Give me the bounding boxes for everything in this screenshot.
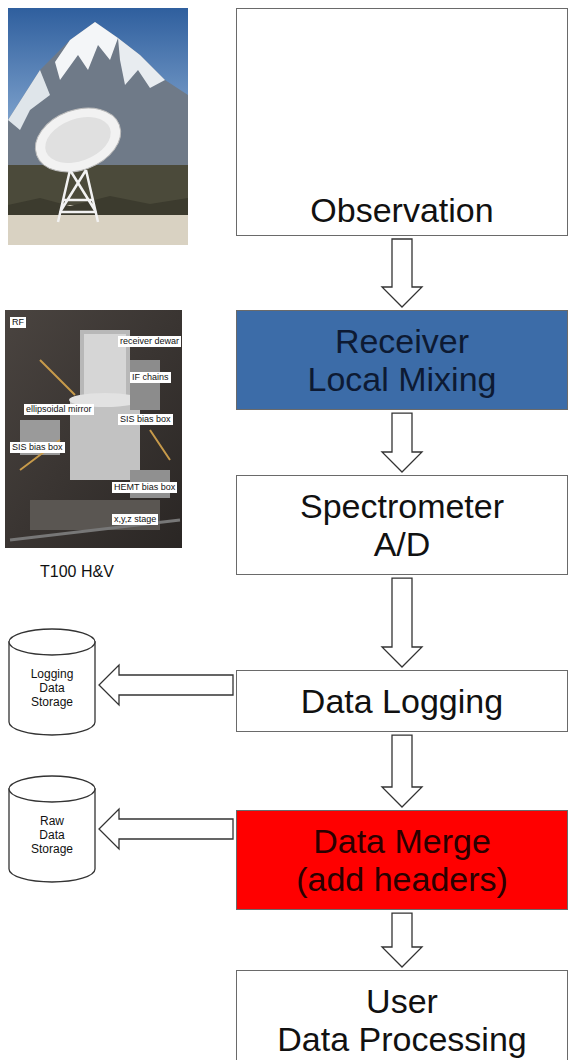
telescope-photo bbox=[8, 8, 188, 245]
part-label: HEMT bias box bbox=[112, 482, 177, 493]
node-text: Spectrometer A/D bbox=[300, 487, 504, 563]
process-box: User Data Processing bbox=[236, 970, 568, 1060]
part-label: SIS bias box bbox=[10, 442, 65, 453]
storage-cylinder: Logging Data Storage bbox=[8, 628, 96, 736]
process-box: Spectrometer A/D bbox=[236, 475, 568, 575]
block-arrow bbox=[382, 239, 422, 307]
part-label: receiver dewar bbox=[118, 336, 181, 347]
node-text: Observation bbox=[310, 191, 493, 229]
receiver-photo bbox=[5, 310, 182, 548]
part-label: RF bbox=[10, 317, 26, 328]
block-arrow bbox=[382, 913, 422, 967]
block-arrow bbox=[99, 665, 233, 705]
node-text: Receiver Local Mixing bbox=[308, 322, 497, 398]
part-label: SIS bias box bbox=[118, 414, 173, 425]
node-text: Data Merge (add headers) bbox=[296, 822, 508, 898]
block-arrow bbox=[382, 578, 422, 667]
block-arrow bbox=[382, 735, 422, 807]
process-box: Data Logging bbox=[236, 670, 568, 732]
process-box: Observation bbox=[236, 8, 568, 236]
node-text: Raw Data Storage bbox=[31, 815, 73, 856]
node-text: Data Logging bbox=[301, 682, 503, 720]
block-arrow bbox=[382, 413, 422, 472]
part-label: x,y,z stage bbox=[112, 514, 158, 525]
storage-cylinder: Raw Data Storage bbox=[8, 775, 96, 883]
process-box: Receiver Local Mixing bbox=[236, 310, 568, 410]
node-text: User Data Processing bbox=[277, 982, 526, 1058]
part-label: ellipsoidal mirror bbox=[24, 404, 94, 415]
part-label: IF chains bbox=[130, 372, 171, 383]
node-text: Logging Data Storage bbox=[31, 668, 74, 709]
figure-caption: T100 H&V bbox=[40, 563, 114, 581]
process-box: Data Merge (add headers) bbox=[236, 810, 568, 910]
block-arrow bbox=[99, 809, 233, 849]
